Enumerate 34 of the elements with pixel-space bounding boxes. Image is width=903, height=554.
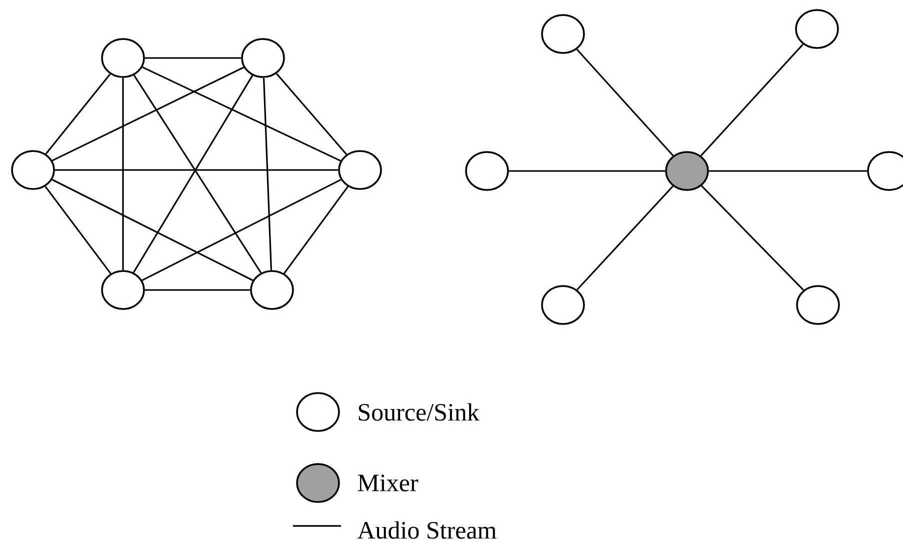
- connector-line: [122, 78, 124, 270]
- connector-line: [576, 48, 674, 156]
- node-circle: [241, 38, 285, 78]
- mixer-circle: [665, 151, 709, 191]
- node-circle: [101, 38, 145, 78]
- node-circle: [338, 150, 382, 190]
- connector-line: [52, 178, 254, 282]
- connector-line: [142, 66, 341, 162]
- node-circle: [796, 285, 840, 325]
- node-circle: [101, 270, 145, 310]
- connector-line: [700, 185, 804, 291]
- connector-line: [284, 186, 349, 274]
- connector-line: [262, 78, 272, 270]
- connector-line: [700, 44, 804, 156]
- node-circle: [250, 270, 294, 310]
- connector-line: [144, 289, 250, 291]
- connector-line: [276, 73, 348, 155]
- connector-line: [142, 178, 342, 282]
- legend-label: Source/Sink: [358, 403, 480, 421]
- node-circle: [541, 14, 585, 54]
- legend-label: Audio Stream: [357, 521, 496, 539]
- connector-line: [54, 169, 338, 171]
- node-circle: [465, 151, 509, 191]
- connector-line: [576, 186, 674, 290]
- connector-line: [708, 170, 868, 172]
- node-circle: [541, 285, 585, 325]
- connector-line: [45, 74, 111, 154]
- node-circle: [11, 150, 55, 190]
- connector-line: [44, 186, 112, 274]
- connector-line: [52, 66, 244, 162]
- connector-line: [144, 57, 242, 59]
- legend-label: Mixer: [358, 474, 418, 492]
- node-circle: [795, 9, 839, 49]
- connector-line: [508, 170, 666, 172]
